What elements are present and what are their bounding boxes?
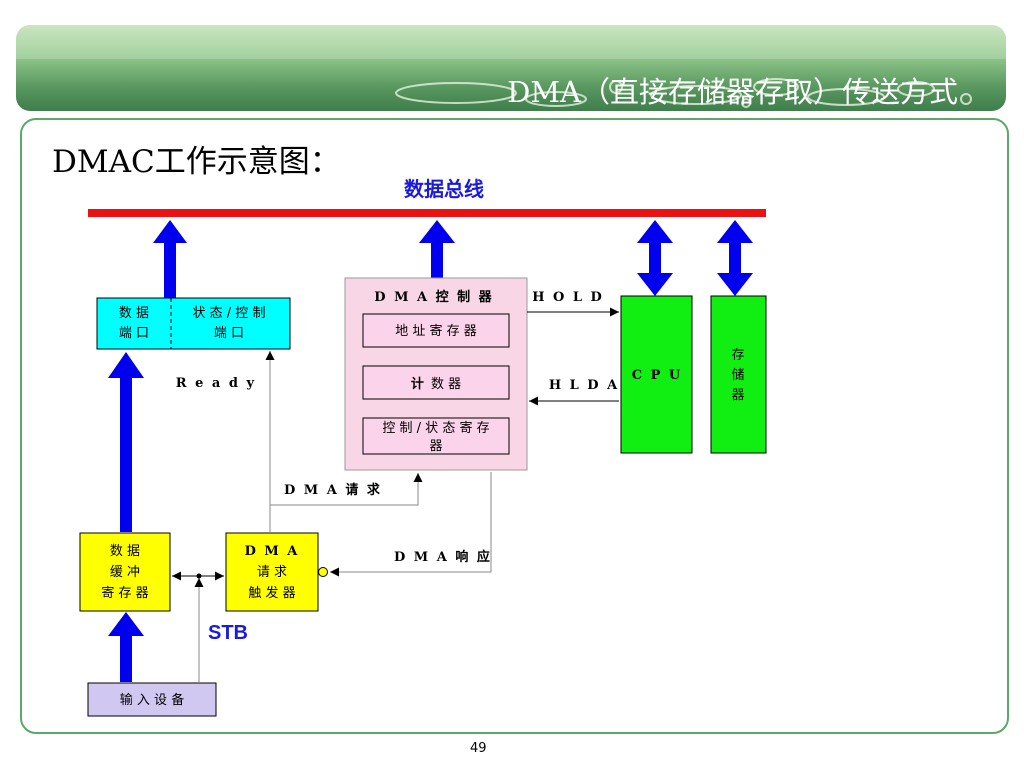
- bubble-decoration-icon: [16, 25, 1006, 108]
- control-register-label-1: 控 制 / 状 态 寄 存: [382, 420, 489, 436]
- cpu-bus-arrow: [637, 220, 673, 296]
- status-port-label-1: 状 态 / 控 制: [193, 306, 266, 321]
- data-bus: [88, 209, 766, 217]
- port-box: [96, 297, 291, 350]
- dma-response-line: [330, 472, 492, 577]
- memory-box: [710, 295, 767, 454]
- device-to-buffer-arrow: [108, 612, 144, 682]
- trigger-label-1: D M A: [245, 544, 300, 559]
- buffer-to-port-arrow: [108, 352, 144, 532]
- address-register: [362, 313, 510, 348]
- slide-subtitle: DMAC工作示意图：: [52, 144, 341, 180]
- page-title: DMA（直接存储器存取）传送方式: [507, 75, 958, 109]
- content-frame: [20, 118, 1009, 734]
- data-port-label-2: 端 口: [119, 326, 149, 341]
- hlda-label: H L D A: [549, 378, 619, 393]
- stb-label: STB: [208, 622, 248, 644]
- header-banner: DMA（直接存储器存取）传送方式: [16, 25, 1006, 111]
- dma-request-line: [270, 473, 423, 506]
- buffer-label-2: 缓 冲: [110, 565, 140, 580]
- hold-label: H O L D: [532, 290, 604, 305]
- ready-label: R e a d y: [176, 376, 256, 391]
- counter-register: [362, 365, 510, 400]
- dma-response-label: D M A 响 应: [394, 549, 492, 565]
- trigger-label-3: 触 发 器: [248, 585, 295, 601]
- status-port-label-2: 端 口: [214, 326, 244, 341]
- control-register-label-2: 器: [429, 439, 442, 454]
- bus-label: 数据总线: [404, 177, 484, 201]
- port-to-bus-arrow: [153, 220, 187, 298]
- memory-label-3: 器: [731, 388, 744, 403]
- counter-register-label: 计 数 器: [411, 376, 461, 392]
- stb-junction: [196, 573, 202, 579]
- dma-trigger-box: [225, 532, 319, 612]
- counter-rest-chars: 数 器: [431, 377, 461, 392]
- dmac-to-bus-arrow: [419, 220, 455, 278]
- buffer-register-box: [79, 532, 171, 612]
- address-register-label: 地 址 寄 存 器: [395, 323, 477, 339]
- page-number: 49: [470, 741, 487, 756]
- cpu-box: [620, 295, 693, 454]
- control-status-register: [362, 417, 510, 455]
- buffer-label-1: 数 据: [110, 544, 140, 559]
- memory-label-1: 存: [731, 348, 744, 363]
- dma-request-label: D M A 请 求: [284, 482, 382, 498]
- buffer-label-3: 寄 存 器: [101, 585, 148, 601]
- input-device-box: [87, 682, 217, 717]
- dmac-title: D M A 控 制 器: [374, 289, 493, 305]
- memory-label-2: 储: [731, 368, 744, 383]
- trigger-label-2: 请 求: [257, 565, 287, 580]
- data-port-label-1: 数 据: [119, 306, 149, 321]
- input-device-label: 输 入 设 备: [120, 692, 184, 708]
- trigger-input-bubble: [318, 567, 328, 577]
- counter-bold-char: 计: [411, 376, 424, 392]
- memory-bus-arrow: [717, 220, 753, 296]
- cpu-label: C P U: [632, 368, 683, 383]
